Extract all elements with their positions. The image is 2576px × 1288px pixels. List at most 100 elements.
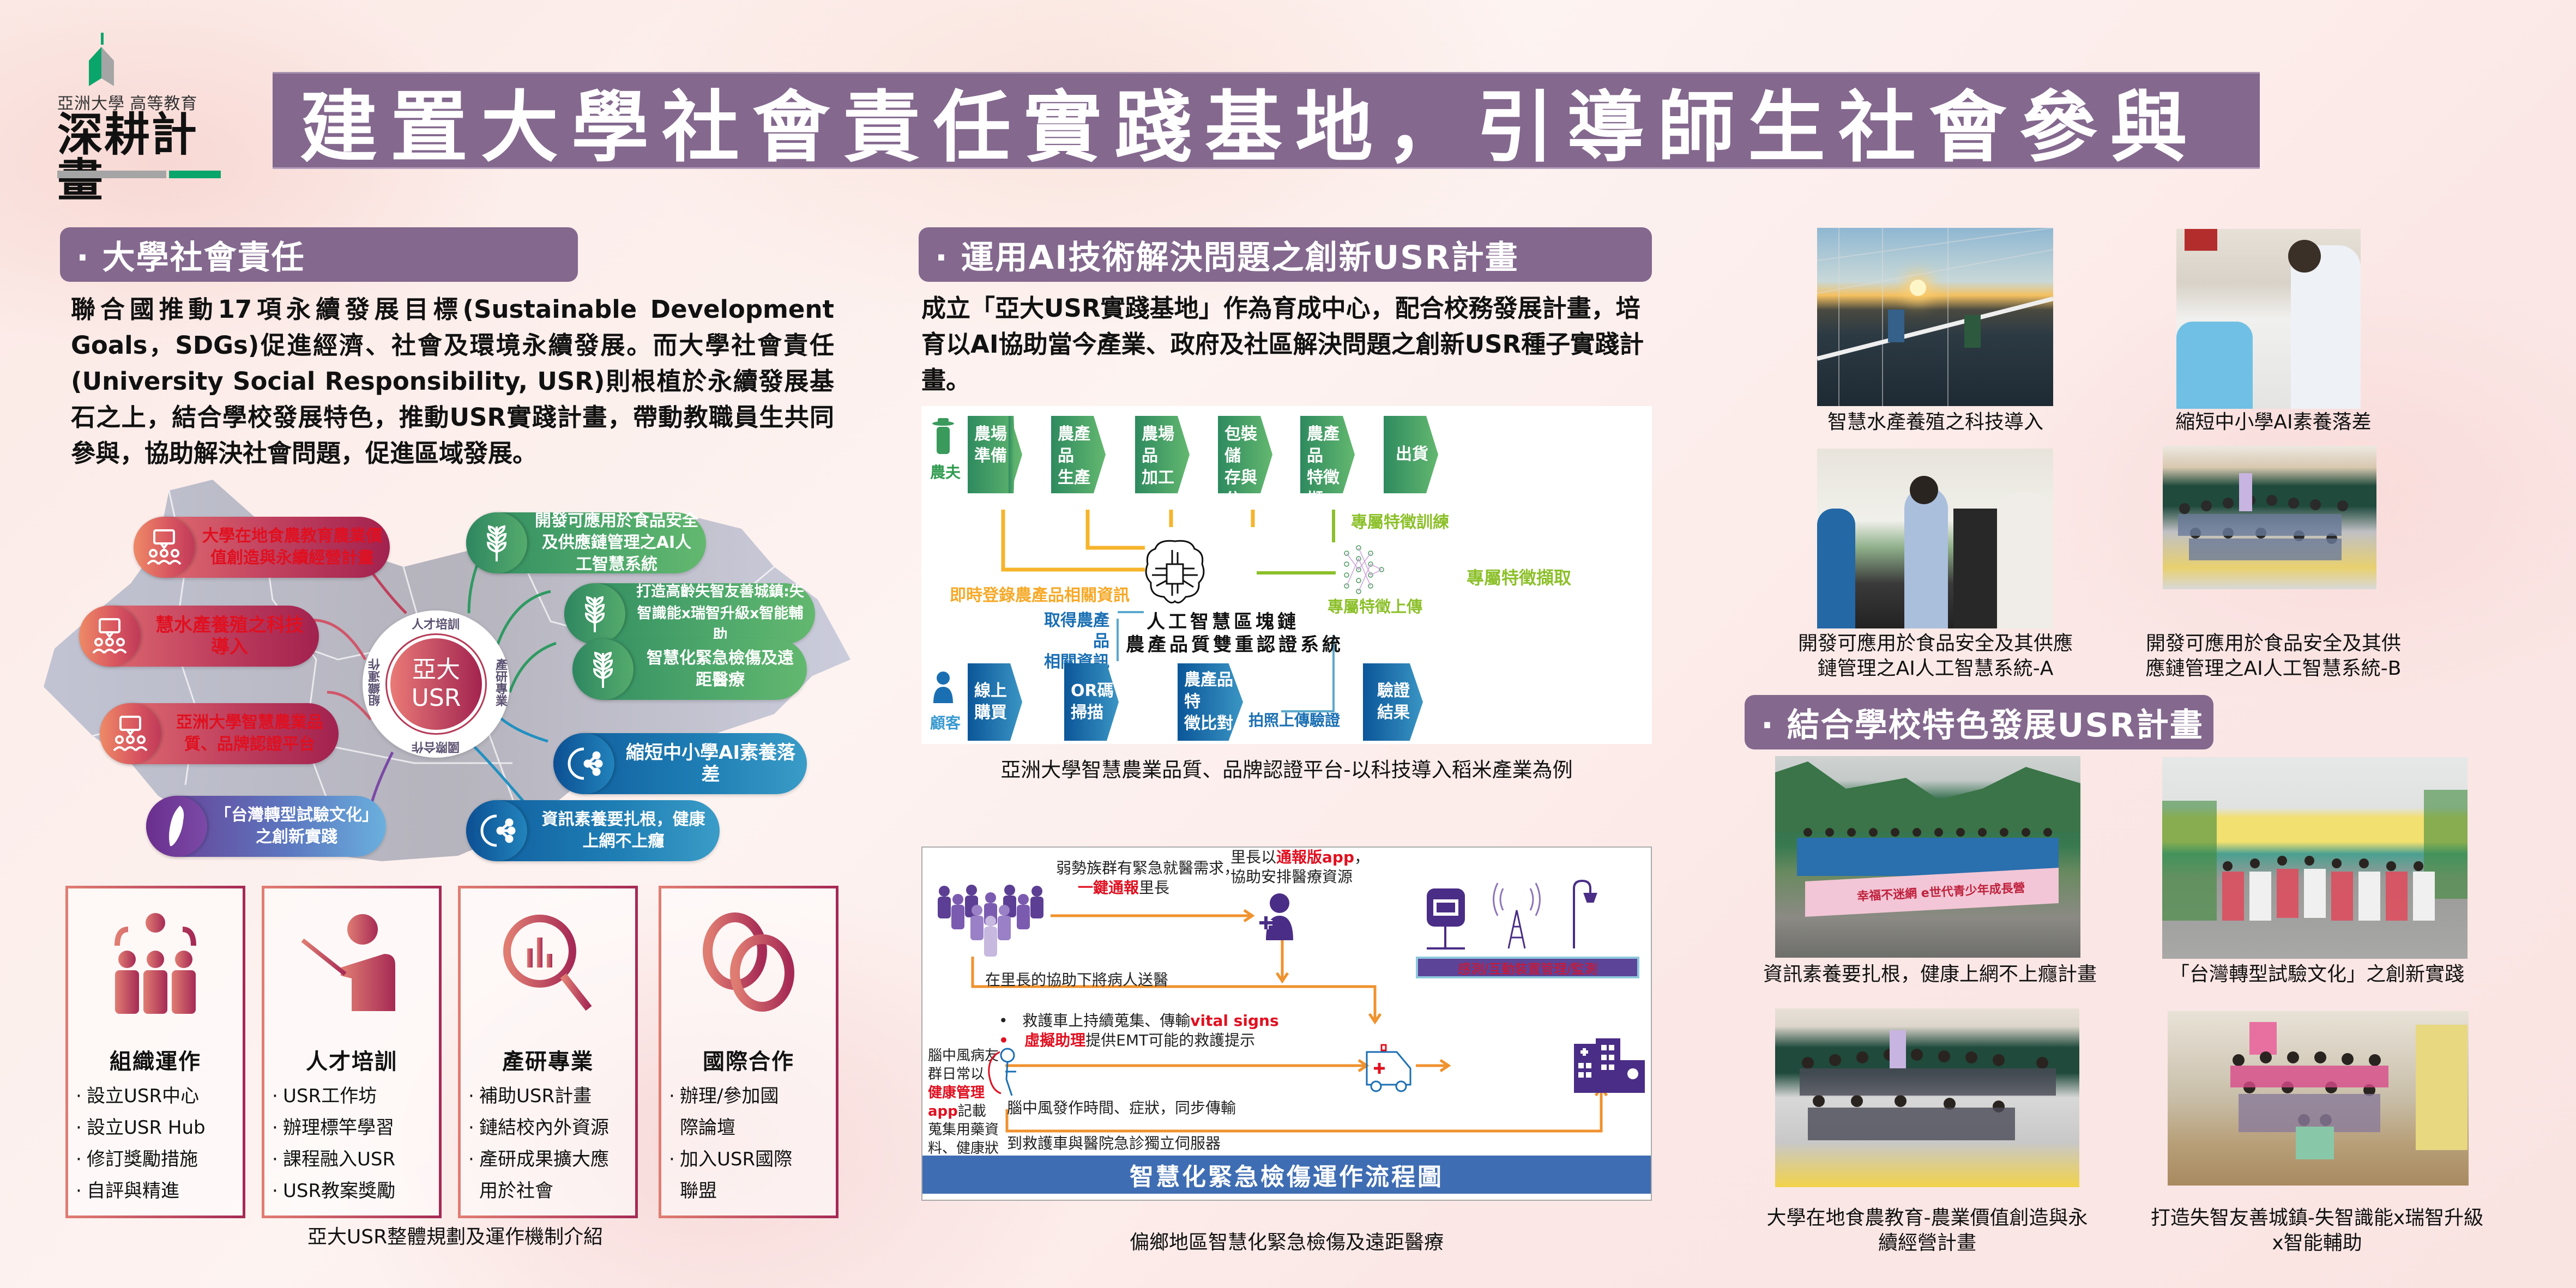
card-list: ·辦理/參加國 際論壇 ·加入USR國際 聯盟: [669, 1080, 832, 1207]
system-name: 人工智慧區塊鏈農產品質雙重認證系統: [1126, 611, 1344, 656]
photo-aquaculture: [1817, 228, 2053, 406]
card-list: ·USR工作坊 ·辦理標竿學習 ·課程融入USR ·USR教案獎勵: [272, 1080, 436, 1207]
label-get-info: 取得農產品相關資訊: [1044, 611, 1109, 672]
card-item: ·辦理標竿學習: [272, 1117, 394, 1139]
t-stroke-sync-2: 到救護車與醫院急診獨立伺服器: [1007, 1134, 1221, 1152]
step-packaging: 包裝儲 存與分 裝: [1218, 416, 1272, 493]
card-item: ·USR教案獎勵: [272, 1180, 396, 1202]
ai-brain-icon: [1142, 537, 1208, 608]
ai-paragraph: 成立「亞大USR實踐基地」作為育成中心，配合校務發展計畫，培育以AI協助當今產業…: [921, 294, 1644, 395]
bubble-text: 打造高齡失智友善城鎮:失智識能x瑞智升級x智能輔助: [636, 583, 804, 644]
photo-caption: 「台灣轉型試驗文化」之創新實踐: [2169, 963, 2464, 985]
presenter-icon: [264, 908, 439, 1017]
card-international: 國際合作 ·辦理/參加國 際論壇 ·加入USR國際 聯盟: [659, 886, 838, 1218]
emergency-triage-diagram: 弱勢族群有緊急就醫需求， 一鍵通報里長 里長以通報版app， 協助安排醫療資源 …: [921, 846, 1652, 1201]
bubble-taiwan-transition: 「台灣轉型試驗文化」之創新實踐: [146, 796, 386, 857]
section-header-usr: · 大學社會責任: [60, 227, 578, 282]
ambulance-icon: [1364, 1044, 1416, 1093]
bubble-dementia-friendly: 打造高齡失智友善城鎮:失智識能x瑞智升級x智能輔助: [564, 583, 815, 644]
card-organization: 組織運作 ·設立USR中心 ·設立USR Hub ·修訂獎勵措施 ·自評與精進: [65, 886, 245, 1218]
label-feature-upload: 專屬特徵上傳: [1328, 597, 1423, 616]
card-item: 用於社會: [479, 1180, 553, 1202]
step-shipping: 出貨: [1384, 416, 1438, 493]
linked-rings-icon: [661, 908, 836, 1017]
team-gear-icon: [68, 908, 243, 1017]
emergency-diagram-title: 智慧化緊急檢傷運作流程圖: [922, 1156, 1651, 1194]
bubble-text: 大學在地食農教育農業價值創造與永續經營計畫: [202, 527, 382, 567]
farmer-icon: [932, 417, 954, 457]
step-qr-scan: OR碼 掃描: [1064, 663, 1119, 741]
gear-network-icon: [466, 800, 527, 861]
step-verify-result: 驗證 結果: [1363, 663, 1423, 741]
sprout-icon: [466, 512, 527, 573]
usr-hub: 亞大 USR 人才培訓 產研專業 國際合作 組織運作: [363, 610, 510, 758]
hub-center-line2: USR: [411, 684, 461, 712]
neural-network-icon: [1341, 537, 1385, 608]
card-item: ·設立USR中心: [76, 1085, 200, 1107]
bubble-local-food-education: 大學在地食農教育農業價值創造與永續經營計畫: [134, 517, 390, 578]
hospital-icon: [1574, 1038, 1645, 1093]
card-item: ·鏈結校內外資源: [468, 1117, 609, 1139]
card-title: 產研專業: [502, 1049, 594, 1074]
photo-caption: 打造失智友善城鎮-失智識能x瑞智升級x智能輔助: [2150, 1207, 2484, 1254]
section-header-school: · 結合學校特色發展USR計畫: [1745, 695, 2213, 749]
emergency-arrows: [971, 909, 1608, 1133]
photo-classroom-ai: [2176, 229, 2361, 409]
community-group-icon: [933, 880, 1048, 957]
logo-house-icon: [89, 47, 114, 86]
logo: 亞洲大學 高等教育 深耕計畫: [57, 33, 232, 203]
card-talent: 人才培訓 ·USR工作坊 ·辦理標竿學習 ·課程融入USR ·USR教案獎勵: [262, 886, 442, 1218]
card-item: 際論壇: [680, 1117, 735, 1139]
bubble-text: 開發可應用於食品安全及供應鏈管理之AI人工智慧系統: [535, 511, 698, 574]
label-photo-verify: 拍照上傳驗證: [1248, 711, 1341, 729]
stroke-patient-icon: [987, 1041, 1019, 1101]
card-industry: 產研專業 ·補助USR計畫 ·鏈結校內外資源 ·產研成果擴大應 用於社會: [458, 886, 638, 1218]
usr-caption: 亞大USR整體規劃及運作機制介紹: [307, 1226, 604, 1248]
sprout-icon: [564, 583, 625, 644]
bubble-text: 資訊素養要扎根，健康上網不上癮: [541, 810, 705, 851]
t-one-click: 一鍵通報里長: [1078, 879, 1170, 897]
sensor-management-box: 感測/互動裝置管理/監測: [1416, 957, 1639, 978]
card-item: ·補助USR計畫: [468, 1085, 592, 1107]
card-title: 人才培訓: [306, 1049, 397, 1074]
bubble-food-safety-ai: 開發可應用於食品安全及供應鏈管理之AI人工智慧系統: [466, 511, 706, 574]
photo-classroom-group: [1775, 1008, 2079, 1187]
step-production: 農產品 生產: [1051, 416, 1106, 493]
step-feature-extract: 農產品 特徵擷 取: [1300, 416, 1355, 493]
photo-caption: 資訊素養要扎根，健康上網不上癮計畫: [1763, 963, 2097, 985]
hub-label-talent: 人才培訓: [412, 618, 460, 632]
customer-label: 顧客: [930, 714, 961, 732]
hub-label-organization: 組織運作: [369, 658, 382, 706]
card-item: ·產研成果擴大應: [468, 1148, 609, 1170]
t-arrange: 協助安排醫療資源: [1230, 868, 1353, 886]
gear-network-icon: [553, 733, 614, 794]
main-title: 建置大學社會責任實踐基地，引導師生社會參與: [273, 72, 2260, 173]
flow-lines: [1001, 510, 1336, 712]
photo-mountain-group: 幸福不迷網 e世代青少年成長營: [1775, 756, 2080, 958]
bubble-smart-triage: 智慧化緊急檢傷及遠距醫療: [572, 639, 807, 700]
photo-caption: 智慧水產養殖之科技導入: [1827, 411, 2043, 433]
bubble-info-literacy: 資訊素養要扎根，健康上網不上癮: [466, 800, 720, 861]
step-processing: 農場品 加工: [1135, 416, 1190, 493]
hub-label-international: 國際合作: [412, 740, 460, 753]
card-item: 聯盟: [680, 1180, 717, 1202]
t-stroke-sync-1: 腦中風發作時間、症狀，同步傳輸: [1007, 1099, 1236, 1117]
step-online-purchase: 線上 購買: [968, 663, 1022, 741]
card-list: ·設立USR中心 ·設立USR Hub ·修訂獎勵措施 ·自評與精進: [76, 1080, 239, 1207]
logo-bar-green: [169, 171, 221, 178]
photo-parade-group: [2162, 757, 2468, 959]
card-item: ·USR工作坊: [272, 1085, 377, 1107]
magnifier-chart-icon: [461, 908, 635, 1017]
card-item: ·修訂獎勵措施: [76, 1148, 198, 1170]
taiwan-map-icon: [146, 796, 207, 857]
logo-spire: [101, 33, 104, 45]
logo-subtitle: 亞洲大學 高等教育: [57, 95, 198, 113]
label-register-info: 即時登錄農產品相關資訊: [950, 586, 1130, 605]
card-title: 國際合作: [703, 1049, 794, 1074]
people-speech-icon: [134, 517, 195, 578]
photo-group-classroom-b: [2163, 446, 2376, 589]
photo-elderly-group: [2168, 1011, 2469, 1186]
bubble-smart-agri-platform: 亞洲大學智慧農業品質、品牌認證平台: [100, 703, 339, 764]
bubble-text: 縮短中小學AI素養落差: [626, 742, 795, 785]
iot-devices-icon: [1421, 878, 1607, 954]
